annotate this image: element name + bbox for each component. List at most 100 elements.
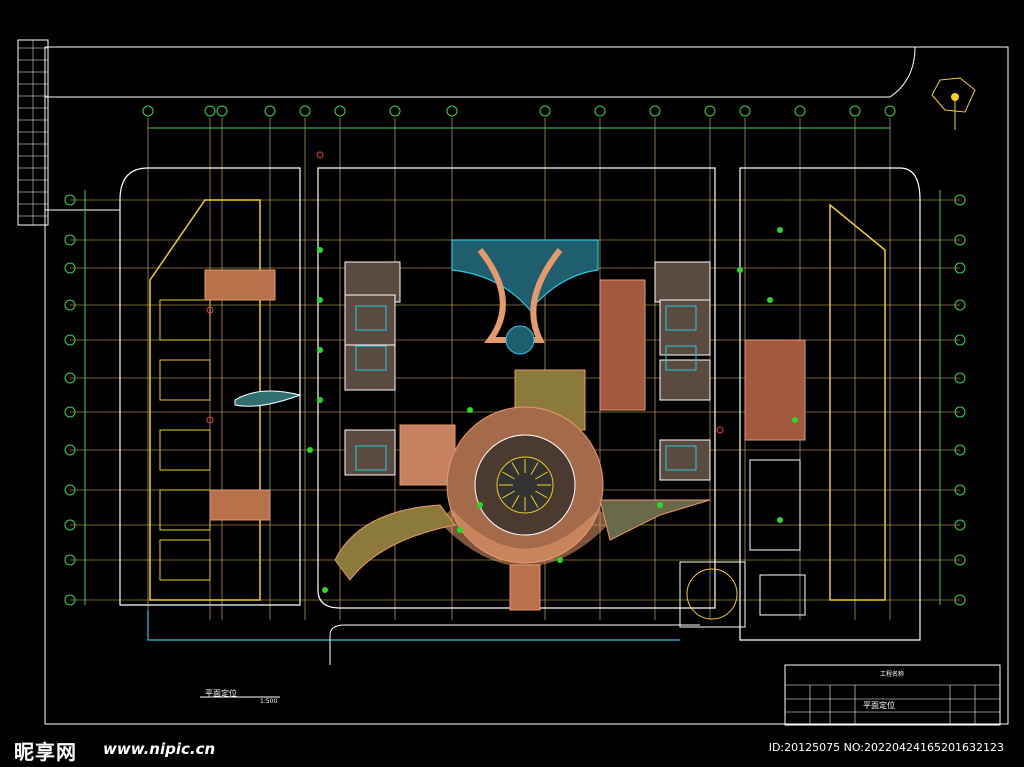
title-block	[784, 664, 1001, 726]
west-block-outline	[119, 167, 301, 606]
axis-bubble	[64, 262, 76, 274]
tree-symbol	[457, 527, 463, 533]
axis-bubble	[649, 105, 661, 117]
tree-symbol	[307, 447, 313, 453]
axis-bubble	[204, 105, 216, 117]
west-unit	[159, 299, 211, 341]
axis-bubble	[704, 105, 716, 117]
axis-bubble	[64, 234, 76, 246]
paving-strip	[599, 279, 646, 411]
east-block-outline	[739, 167, 921, 641]
axis-bubble	[954, 594, 966, 606]
entry-walk	[509, 564, 541, 611]
axis-bubble	[954, 444, 966, 456]
tree-symbol	[317, 297, 323, 303]
water-feature	[665, 305, 697, 331]
courtyard-building	[344, 344, 396, 391]
axis-bubble	[954, 554, 966, 566]
title-block-drawing-name: 平面定位	[863, 701, 895, 710]
plaza-spoke	[511, 495, 520, 508]
circular-plaza-center	[496, 456, 554, 514]
water-feature	[665, 445, 697, 471]
water-feature	[355, 305, 387, 331]
title-block-project-label: 工程名称	[880, 671, 905, 678]
paving-court	[744, 339, 806, 441]
plaza-spoke	[511, 462, 520, 475]
paving-terrace	[204, 269, 276, 301]
section-marker	[716, 426, 724, 434]
road-curve	[889, 46, 916, 98]
axis-bubble	[64, 372, 76, 384]
plaza-spoke	[502, 490, 515, 499]
section-marker	[316, 151, 324, 159]
courtyard-building	[659, 299, 711, 356]
axis-bubble	[849, 105, 861, 117]
plaza-spoke	[535, 490, 548, 499]
plaza-spoke	[502, 471, 515, 480]
axis-bubble	[64, 444, 76, 456]
tree-symbol	[657, 502, 663, 508]
water-canal	[451, 239, 599, 311]
tree-symbol	[557, 557, 563, 563]
north-arrow-icon	[931, 77, 976, 113]
tree-symbol	[477, 502, 483, 508]
diagonal-walk	[599, 499, 711, 541]
axis-bubble	[64, 299, 76, 311]
drawing-frame	[44, 46, 1009, 725]
axis-bubble	[64, 594, 76, 606]
tree-symbol	[737, 267, 743, 273]
paving-square	[399, 424, 456, 486]
tree-symbol	[467, 407, 473, 413]
garden-path	[234, 390, 302, 407]
drawing-scale: 1:500	[260, 698, 278, 705]
axis-bubble	[954, 406, 966, 418]
west-unit	[159, 539, 211, 581]
axis-bubble	[64, 484, 76, 496]
axis-bubble	[216, 105, 228, 117]
boundary-line	[147, 610, 680, 641]
courtyard-building	[654, 261, 711, 303]
plaza-spoke	[530, 495, 539, 508]
axis-bubble	[954, 234, 966, 246]
plaza-spoke	[535, 471, 548, 480]
axis-bubble	[594, 105, 606, 117]
east-utility	[749, 459, 801, 551]
water-feature	[665, 345, 697, 371]
plaza-arc-paving	[438, 508, 612, 567]
tree-symbol	[777, 227, 783, 233]
axis-bubble	[64, 406, 76, 418]
axis-bubble	[142, 105, 154, 117]
axis-bubble	[954, 299, 966, 311]
tree-symbol	[792, 417, 798, 423]
west-unit	[159, 489, 211, 531]
axis-bubble	[446, 105, 458, 117]
winding-path	[334, 504, 456, 581]
west-unit	[159, 359, 211, 401]
section-marker	[206, 416, 214, 424]
axis-bubble	[264, 105, 276, 117]
plaza-spoke	[530, 462, 539, 475]
tree-symbol	[317, 347, 323, 353]
gate-plaza	[679, 561, 746, 628]
axis-bubble	[954, 334, 966, 346]
tree-symbol	[322, 587, 328, 593]
axis-bubble	[64, 519, 76, 531]
west-unit	[159, 429, 211, 471]
axis-bubble	[884, 105, 896, 117]
east-stair	[759, 574, 806, 616]
east-building	[829, 203, 886, 601]
watermark-logo: 昵享网	[14, 740, 77, 764]
axis-bubble	[299, 105, 311, 117]
courtyard-building	[659, 359, 711, 401]
gate-ornament	[686, 568, 738, 620]
central-block-outline	[317, 167, 716, 609]
tree-symbol	[767, 297, 773, 303]
axis-bubble	[64, 194, 76, 206]
street-line	[329, 624, 700, 665]
watermark-url: www.nipic.cn	[103, 740, 216, 758]
tree-symbol	[317, 397, 323, 403]
section-marker	[206, 306, 214, 314]
fountain-pool	[505, 325, 535, 355]
